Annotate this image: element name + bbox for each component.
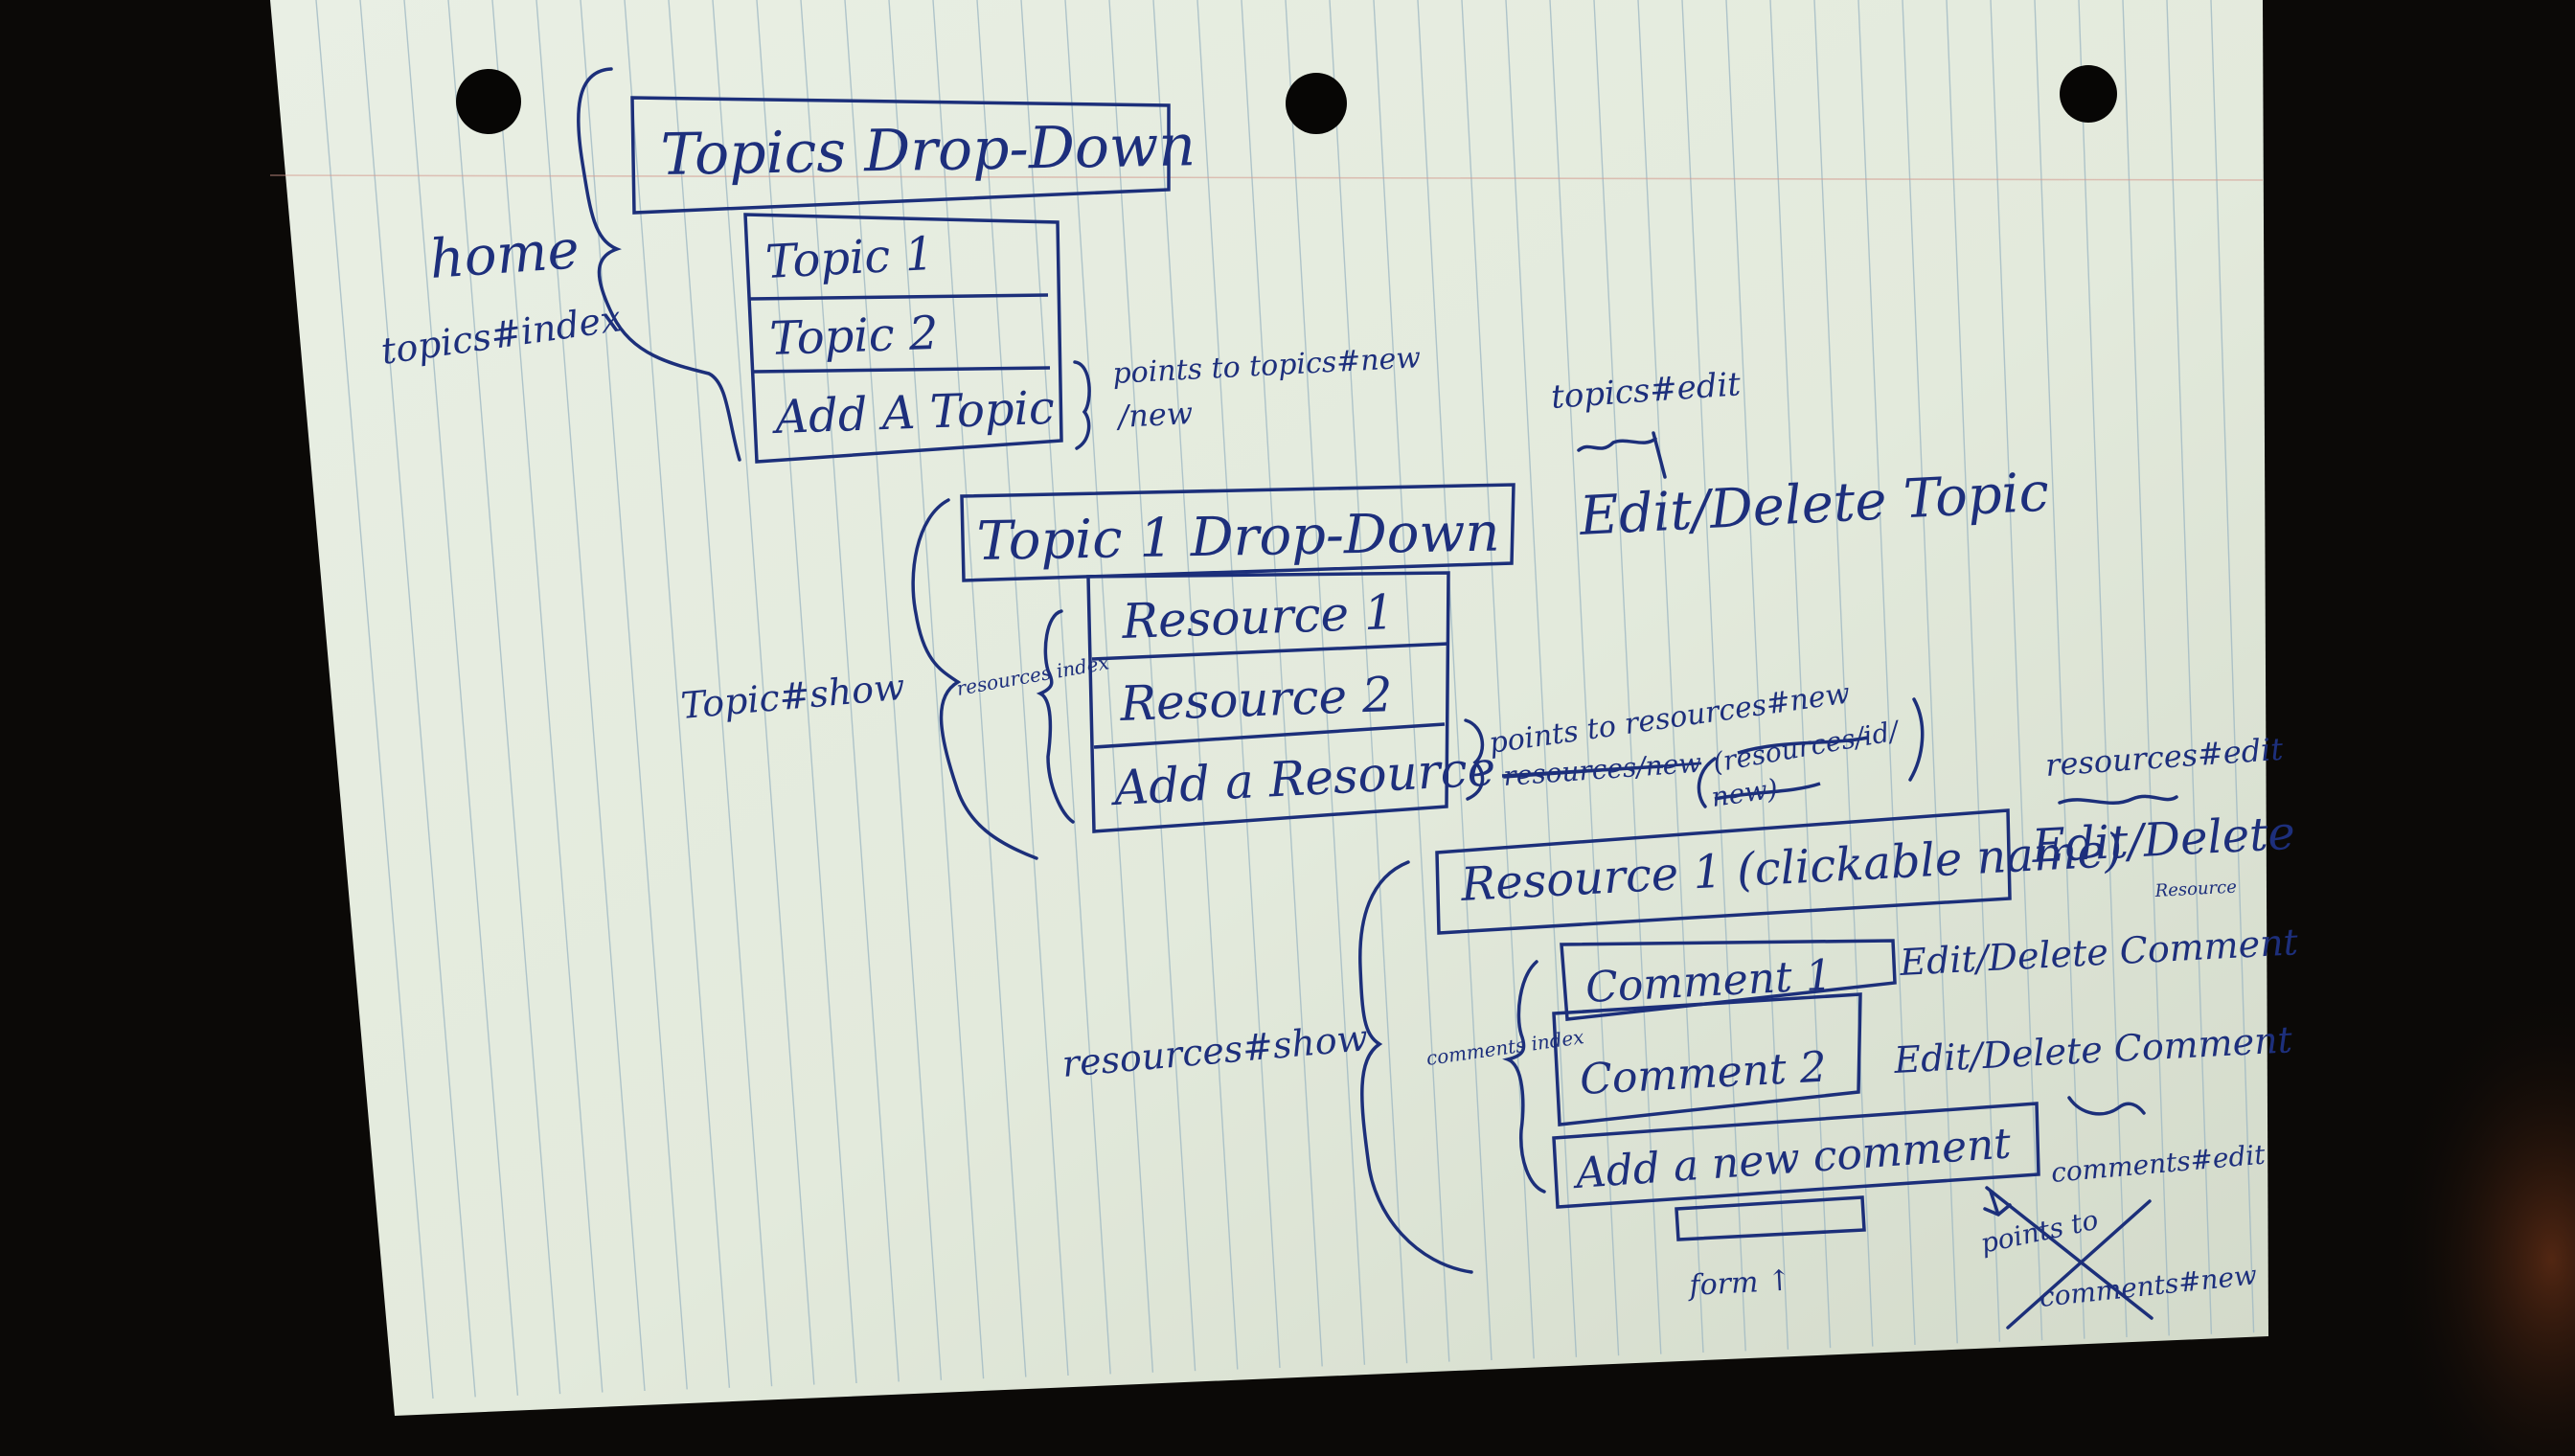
cross-out-points bbox=[1985, 1186, 2153, 1330]
punch-hole-left bbox=[456, 69, 521, 134]
squiggle-comments-edit bbox=[2067, 1096, 2146, 1116]
ruled-line bbox=[1857, 0, 1916, 1346]
paper-sheet bbox=[270, 0, 2268, 1416]
ruled-line bbox=[2122, 0, 2170, 1336]
topics-dropdown-box bbox=[630, 96, 1171, 215]
text-topic-1: Topic 1 bbox=[764, 227, 936, 289]
ruled-line bbox=[756, 0, 857, 1384]
down-arrow bbox=[1983, 1190, 2012, 1217]
ruled-line bbox=[932, 0, 1027, 1377]
strike-resources-new bbox=[1501, 764, 1664, 778]
strike-resources-id bbox=[1714, 736, 1869, 801]
ruled-line bbox=[1990, 0, 2043, 1341]
topic1-dropdown-box bbox=[960, 483, 1515, 582]
ruled-line bbox=[1769, 0, 1832, 1349]
ruled-line bbox=[976, 0, 1069, 1376]
label-home: home bbox=[427, 218, 581, 291]
comments-index-brace bbox=[1502, 960, 1546, 1194]
comment-1-box bbox=[1560, 939, 1897, 1021]
ruled-line bbox=[1593, 0, 1662, 1354]
label-form: form ↑ bbox=[1687, 1263, 1792, 1303]
ruled-line bbox=[1373, 0, 1450, 1362]
resources-index-brace bbox=[1036, 609, 1075, 824]
resources-id-parens bbox=[1697, 697, 1925, 808]
ruled-line bbox=[1902, 0, 1958, 1344]
text-resource-1: Resource 1 bbox=[1120, 584, 1395, 649]
top-margin-line bbox=[269, 174, 2264, 181]
label-new: /new bbox=[1114, 395, 1194, 435]
ruled-line bbox=[1505, 0, 1578, 1357]
ruled-line bbox=[668, 0, 773, 1387]
ruled-line bbox=[1813, 0, 1874, 1347]
ruled-line bbox=[447, 0, 561, 1395]
text-resource-2: Resource 2 bbox=[1118, 667, 1393, 732]
ruled-line bbox=[1417, 0, 1493, 1361]
ruled-line bbox=[2034, 0, 2085, 1339]
ruled-line bbox=[491, 0, 604, 1393]
ruled-line bbox=[1241, 0, 1323, 1367]
ruled-line bbox=[2078, 0, 2128, 1338]
text-add-topic: Add A Topic bbox=[770, 381, 1055, 444]
ruled-line bbox=[1020, 0, 1111, 1375]
ruled-line bbox=[1549, 0, 1620, 1356]
punch-hole-middle bbox=[1286, 73, 1347, 134]
text-topic1-dropdown: Topic 1 Drop-Down bbox=[976, 501, 1500, 573]
text-topics-dropdown: Topics Drop-Down bbox=[660, 112, 1196, 189]
squiggle-topics-edit bbox=[1577, 431, 1667, 479]
ruled-line bbox=[1064, 0, 1154, 1373]
topics-list-divider-1 bbox=[748, 293, 1049, 301]
squiggle-resources-edit bbox=[2058, 794, 2178, 806]
resources-list-divider-2 bbox=[1093, 722, 1446, 749]
ruled-line bbox=[2210, 0, 2255, 1333]
ruled-line bbox=[712, 0, 815, 1385]
ruled-line bbox=[1196, 0, 1281, 1369]
ruled-line bbox=[1946, 0, 2001, 1342]
add-comment-box bbox=[1552, 1102, 2040, 1209]
resources-list-divider-1 bbox=[1091, 642, 1449, 661]
resources-show-brace bbox=[1358, 860, 1473, 1274]
label-resource-word: Resource bbox=[2153, 877, 2237, 901]
punch-hole-right bbox=[2060, 65, 2117, 123]
ruled-line bbox=[888, 0, 985, 1379]
ruled-line bbox=[2166, 0, 2213, 1334]
resource-new-brace bbox=[1464, 718, 1485, 801]
ruled-line bbox=[1329, 0, 1408, 1364]
ruled-line bbox=[1725, 0, 1789, 1350]
ruled-line bbox=[359, 0, 476, 1398]
topics-list-divider-2 bbox=[752, 366, 1051, 374]
topic-new-brace bbox=[1073, 360, 1091, 450]
comment-2-box bbox=[1552, 992, 1862, 1126]
text-topic-2: Topic 2 bbox=[768, 307, 939, 366]
resource-clickable-box bbox=[1435, 808, 2012, 935]
ruled-line bbox=[536, 0, 646, 1392]
ruled-line bbox=[1285, 0, 1366, 1365]
ruled-line bbox=[1152, 0, 1239, 1370]
form-box bbox=[1675, 1195, 1866, 1241]
ruled-line bbox=[800, 0, 900, 1382]
topic-show-brace bbox=[911, 498, 1038, 860]
ruled-line bbox=[844, 0, 943, 1380]
resources-list-box bbox=[1086, 571, 1450, 833]
ruled-line bbox=[1108, 0, 1196, 1372]
ruled-line bbox=[624, 0, 731, 1388]
home-brace bbox=[577, 67, 741, 462]
topics-list-box bbox=[743, 213, 1063, 464]
ruled-line bbox=[403, 0, 519, 1396]
ruled-line bbox=[315, 0, 434, 1399]
